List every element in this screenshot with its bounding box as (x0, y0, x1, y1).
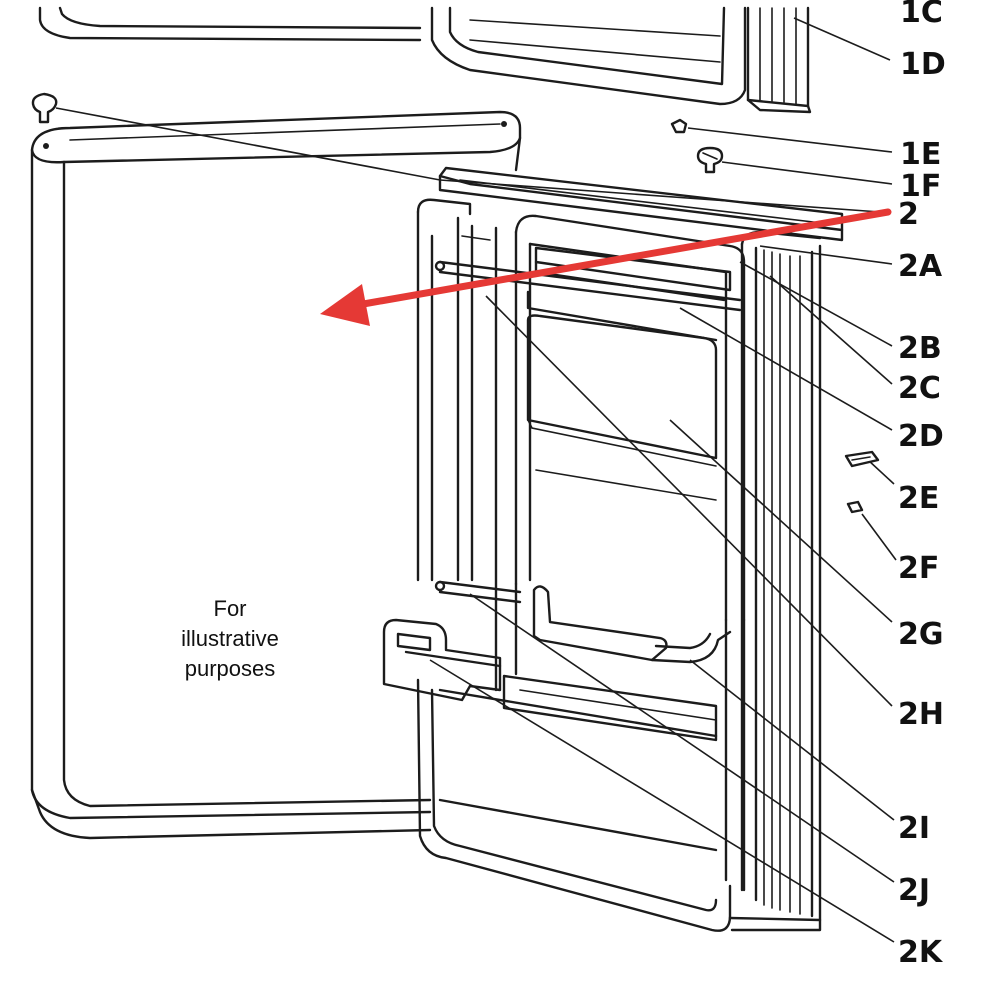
callout-2k: 2K (898, 935, 944, 970)
door-stop-2e (844, 450, 880, 468)
callout-2i: 2I (898, 811, 930, 846)
leader-lines (55, 17, 897, 943)
red-arrow-icon (320, 208, 892, 326)
callout-1d: 1D (900, 47, 946, 82)
plug-2f (846, 500, 864, 514)
screw-1e (670, 118, 688, 134)
note-line-2: illustrative (181, 626, 279, 651)
callout-2c: 2C (898, 371, 941, 406)
callout-2d: 2D (898, 419, 944, 454)
callout-2h: 2H (898, 697, 944, 732)
callout-1f: 1F (900, 169, 941, 204)
callout-2: 2 (898, 197, 919, 232)
note-line-1: For (214, 596, 247, 621)
hinge-pin (31, 92, 58, 124)
callout-2b: 2B (898, 331, 942, 366)
callout-2j: 2J (898, 873, 930, 908)
refrigerator-door (382, 166, 844, 932)
callout-2a: 2A (898, 249, 943, 284)
fridge-cabinet (30, 110, 522, 840)
note-line-3: purposes (185, 656, 276, 681)
upper-door-fragment (38, 6, 812, 114)
callout-1e: 1E (900, 137, 941, 172)
callout-2f: 2F (898, 551, 939, 586)
callout-2g: 2G (898, 617, 944, 652)
screw-1f (696, 146, 724, 174)
callout-1c: 1C (900, 0, 943, 30)
callout-2e: 2E (898, 481, 939, 516)
